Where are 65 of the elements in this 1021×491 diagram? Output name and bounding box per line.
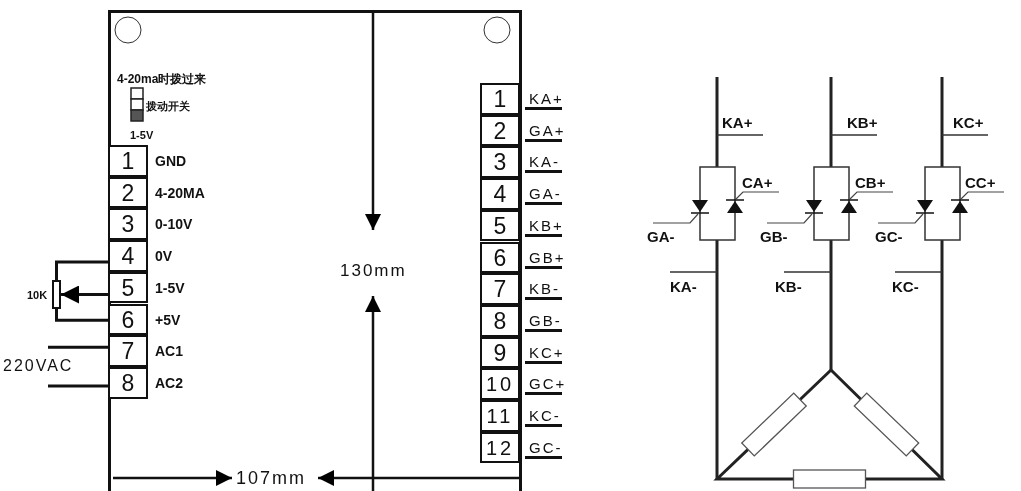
wire (48, 384, 108, 388)
terminal-label: KC+ (525, 344, 562, 364)
terminal-label: KA- (670, 279, 697, 294)
terminal-block: 10 (480, 368, 520, 400)
terminal-label: +5V (155, 312, 181, 327)
terminal-block: 5 (108, 271, 148, 304)
terminal-label: GA- (525, 186, 562, 206)
potentiometer-symbol (52, 280, 61, 309)
wire (55, 309, 108, 322)
terminal-label: KB+ (847, 115, 878, 130)
terminal-label: CB+ (855, 175, 886, 190)
terminal-block: 8 (108, 366, 148, 399)
terminal-block: 6 (108, 303, 148, 336)
terminal-label: KC+ (953, 115, 984, 130)
terminal-label: KB+ (525, 217, 562, 237)
terminal-block: 4 (108, 240, 148, 272)
terminal-block: 7 (108, 335, 148, 367)
terminal-block: 2 (480, 114, 520, 147)
annotation-text: 1-5V (130, 130, 154, 141)
terminal-label: KB- (525, 281, 562, 301)
terminal-label: AC1 (155, 344, 183, 359)
terminal-block: 3 (480, 146, 520, 179)
terminal-block: 3 (108, 208, 148, 241)
terminal-label: 1-5V (155, 280, 185, 295)
terminal-label: KB- (775, 279, 802, 294)
terminal-label: 4-20MA (155, 185, 205, 200)
terminal-label: CC+ (965, 175, 996, 190)
wire (48, 345, 108, 349)
terminal-block: 12 (480, 431, 520, 464)
terminal-block: 9 (480, 336, 520, 369)
terminal-label: GC- (525, 439, 562, 459)
terminal-label: GB+ (525, 249, 562, 269)
dimension-text: 130mm (340, 262, 407, 279)
terminal-block: 11 (480, 400, 520, 432)
terminal-label: GND (155, 154, 187, 168)
terminal-label: GB- (525, 312, 562, 332)
terminal-block: 2 (108, 176, 148, 209)
terminal-block: 5 (480, 209, 520, 242)
terminal-label: KA- (525, 154, 562, 174)
terminal-label: 10K (27, 290, 48, 301)
terminal-label: GC+ (525, 376, 562, 396)
wiper-arrow (61, 285, 108, 304)
terminal-label: GC- (875, 229, 903, 244)
terminal-block: 6 (480, 241, 520, 274)
terminal-block: 4 (480, 178, 520, 210)
terminal-label: GA- (647, 229, 675, 244)
terminal-label: 0-10V (155, 217, 193, 232)
terminal-label: CA+ (742, 175, 773, 190)
terminal-label: GA+ (525, 122, 562, 142)
voltage-label: 220VAC (3, 358, 74, 374)
terminal-block: 8 (480, 304, 520, 337)
annotation-text: 4-20ma时拨过来 (117, 73, 207, 85)
terminal-label: KC- (525, 408, 562, 427)
terminal-label: AC2 (155, 375, 183, 390)
terminal-label: KC- (892, 279, 919, 294)
switch-label: 拨动开关 (146, 101, 190, 112)
terminal-block: 7 (480, 273, 520, 305)
terminal-label: 0V (155, 249, 173, 264)
terminal-block: 1 (480, 83, 520, 115)
circuit-board-outline (108, 10, 522, 491)
terminal-label: KA+ (525, 91, 562, 110)
terminal-label: GB- (760, 229, 788, 244)
terminal-label: KA+ (722, 115, 753, 130)
terminal-block: 1 (108, 145, 148, 177)
wire (55, 260, 108, 280)
